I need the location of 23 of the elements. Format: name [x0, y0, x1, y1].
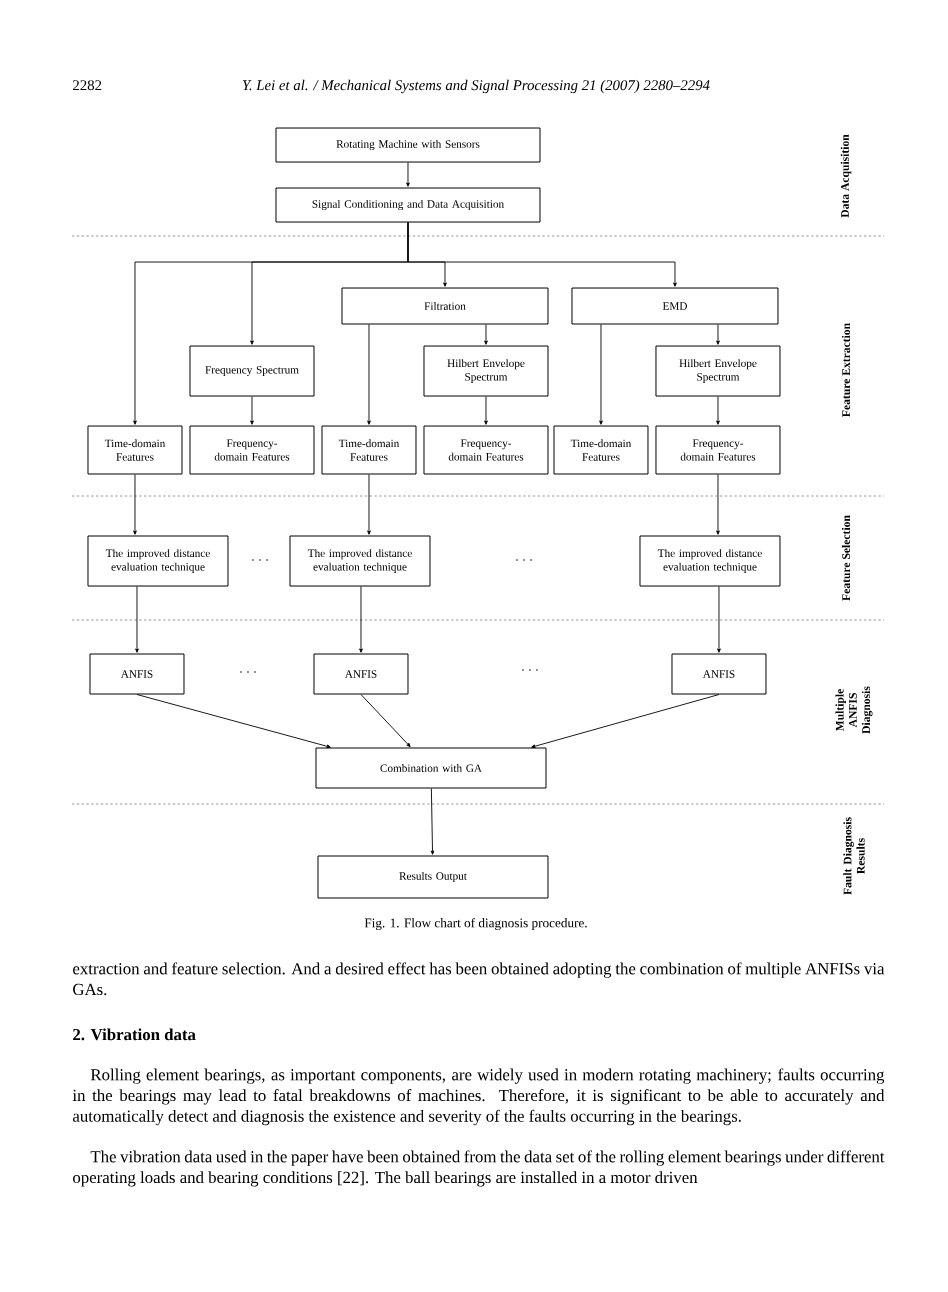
arrow [531, 694, 720, 749]
arrow [716, 324, 720, 345]
section-heading: 2. Vibration data [73, 1028, 196, 1041]
arrow [360, 694, 411, 748]
arrow [484, 396, 488, 425]
body-paragraph: The vibration data used in the paper have been obtained from the data set of the rolling element bearings under different operating loads and bearing conditions [22]. The ball bearings are installed in a motor driven [73, 1150, 885, 1187]
arrow [599, 324, 603, 425]
arrow [716, 474, 720, 535]
arrow [367, 474, 371, 535]
arrow [484, 324, 488, 345]
arrow [406, 162, 410, 187]
arrow [135, 586, 139, 653]
arrow [716, 396, 720, 425]
arrow [133, 474, 137, 535]
arrow [367, 324, 371, 425]
body-paragraph: extraction and feature selection. And a desired effect has been obtained adopting the combination of multiple ANFISs via GAs. [73, 962, 885, 996]
arrow [407, 222, 677, 287]
arrow [717, 586, 721, 653]
body-paragraph: Rolling element bearings, as important components, are widely used in modern rotating machinery; faults occurring in the bearings may lead to fatal breakdowns of machines. Therefore, it is significant to be able to accurately and automatically detect and diagnosis the existence and severity of the faults occurring in the bearings. [72, 1068, 885, 1126]
arrow [359, 586, 363, 653]
arrow [250, 396, 254, 425]
arrow [430, 788, 435, 855]
arrow [136, 694, 331, 749]
